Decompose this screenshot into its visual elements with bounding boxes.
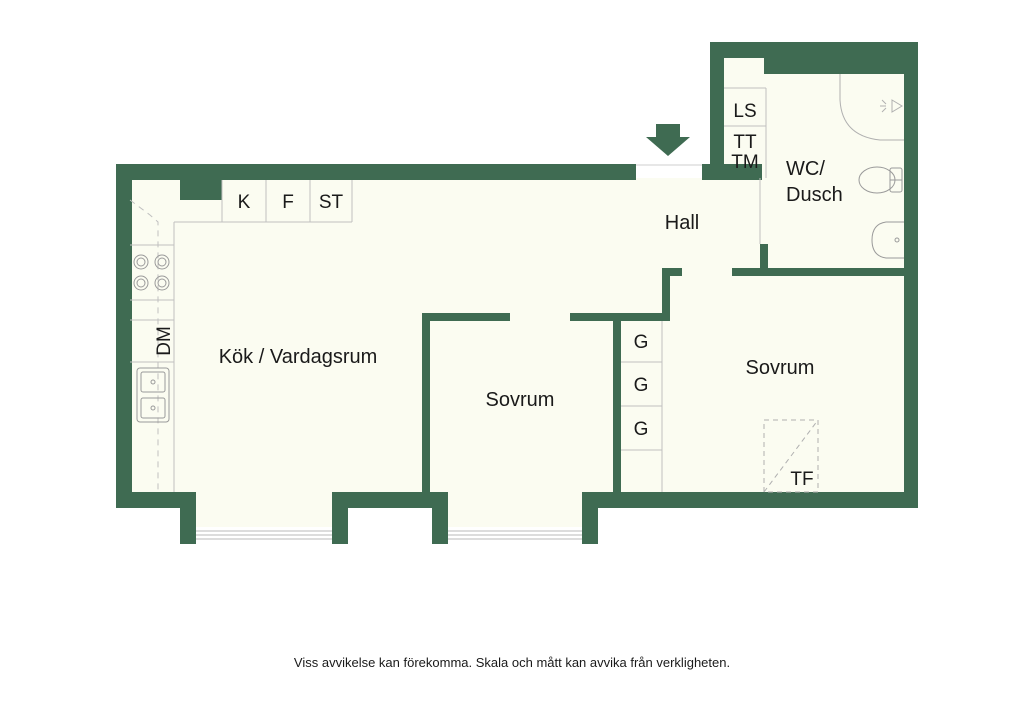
shower-icon [839,74,904,141]
fixture-label-ls: LS [733,101,756,122]
fixture-label-kitchen-st: ST [319,192,344,213]
windows [196,530,582,540]
fixture-label-drying-cabinet: TF [790,469,813,490]
fixture-label-wardrobe-1: G [634,332,649,353]
wardrobe-outline [621,321,663,492]
bath-cabinet-outline [724,87,767,244]
room-label-bedroom-small: Sovrum [486,389,555,411]
toilet-icon [858,166,903,194]
disclaimer-text: Viss avvikelse kan förekomma. Skala och … [293,655,731,670]
fixture-label-tt: TT [733,132,757,153]
floor-area [130,58,904,527]
room-label-kitchen-living: Kök / Vardagsrum [219,346,378,368]
kitchen-counter [129,180,353,492]
fixture-label-kitchen-f: F [282,192,294,213]
walls [116,42,918,544]
entrance-arrow-icon [646,124,690,156]
stove-icon [133,254,170,291]
washbasin-icon [871,221,904,259]
sink-icon [136,367,170,423]
fixture-label-wardrobe-2: G [634,375,649,396]
room-label-bathroom-line2: Dusch [786,184,843,206]
drying-cabinet-outline [763,419,819,493]
fixture-label-kitchen-k: K [238,192,251,213]
fixture-label-wardrobe-3: G [634,419,649,440]
room-label-bathroom-line1: WC/ [786,158,825,180]
fixture-label-tm: TM [731,152,758,173]
room-label-hall: Hall [665,212,699,234]
room-label-bedroom-large: Sovrum [746,357,815,379]
fixture-label-dishwasher: DM [154,326,175,356]
